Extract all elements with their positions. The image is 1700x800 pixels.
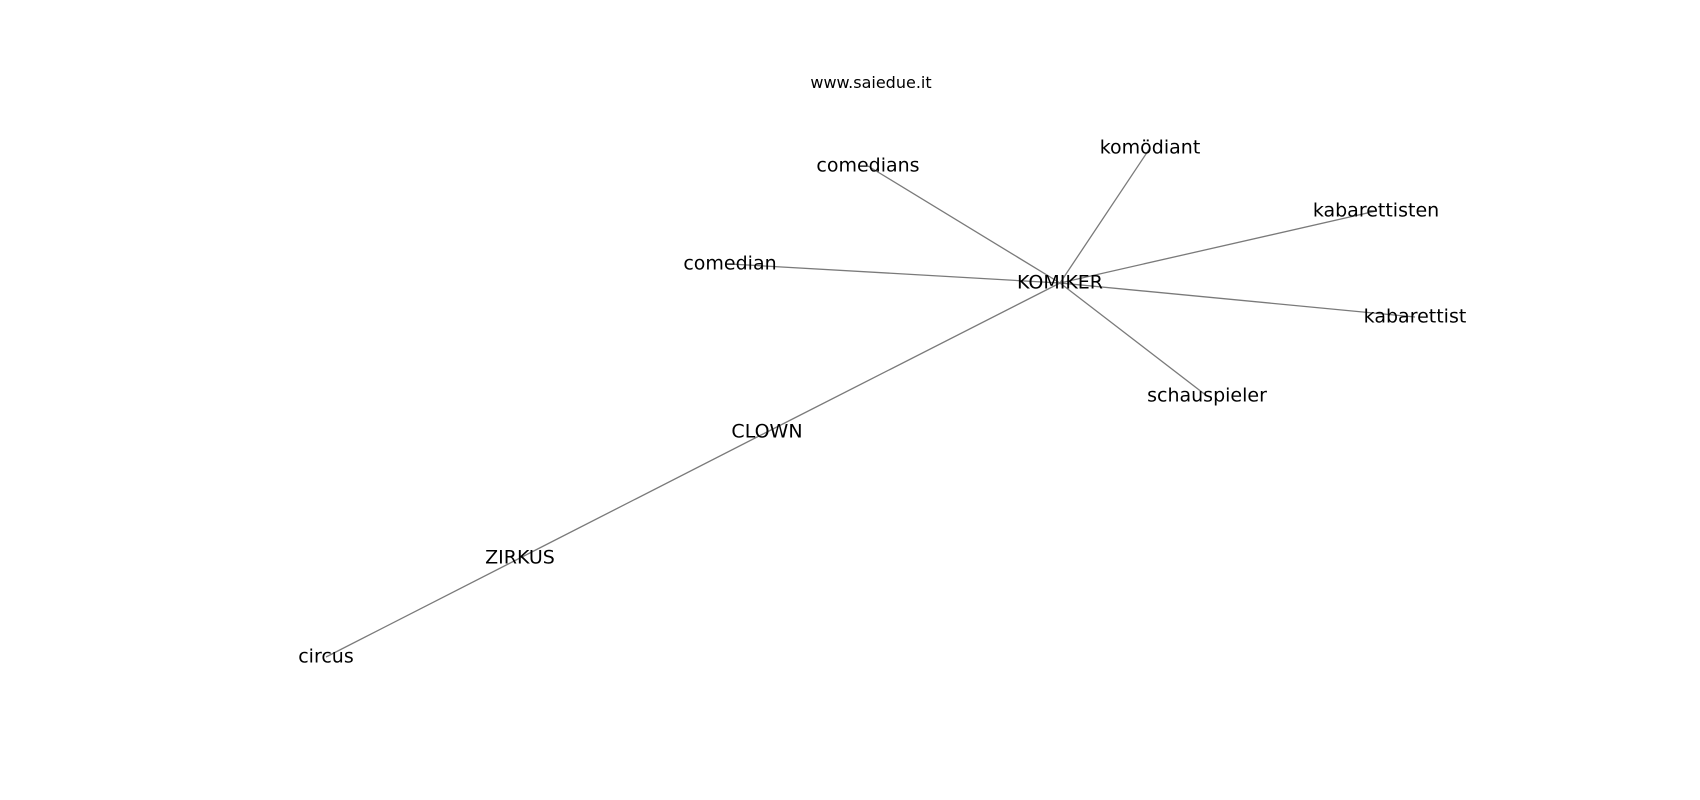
edge-komiker-comedian bbox=[729, 263, 1061, 284]
edge-komiker-komoediant bbox=[1059, 147, 1151, 284]
node-label-comedian: comedian bbox=[683, 253, 776, 275]
edge-komiker-kabarettist bbox=[1059, 282, 1416, 318]
edge-komiker-comedians bbox=[867, 165, 1061, 284]
edge-layer bbox=[325, 147, 1416, 658]
node-label-kabarettisten: kabarettisten bbox=[1313, 200, 1439, 222]
edge-komiker-kabarettisten bbox=[1059, 210, 1377, 284]
node-label-clown: CLOWN bbox=[731, 421, 802, 443]
node-label-comedians: comedians bbox=[816, 155, 919, 177]
node-layer: KOMIKER CLOWN ZIRKUS circus comedians komödia… bbox=[298, 137, 1466, 668]
edge-komiker-clown bbox=[766, 282, 1061, 433]
node-label-komiker: KOMIKER bbox=[1017, 272, 1103, 294]
node-label-komoediant: komödiant bbox=[1100, 137, 1201, 159]
node-label-circus: circus bbox=[298, 646, 354, 668]
edge-komiker-schauspieler bbox=[1059, 282, 1208, 397]
node-label-kabarettist: kabarettist bbox=[1364, 306, 1467, 328]
edge-zirkus-circus bbox=[325, 557, 521, 658]
node-label-schauspieler: schauspieler bbox=[1147, 385, 1267, 407]
site-watermark: www.saiedue.it bbox=[810, 73, 931, 92]
edge-clown-zirkus bbox=[519, 431, 768, 559]
node-label-zirkus: ZIRKUS bbox=[485, 547, 555, 569]
